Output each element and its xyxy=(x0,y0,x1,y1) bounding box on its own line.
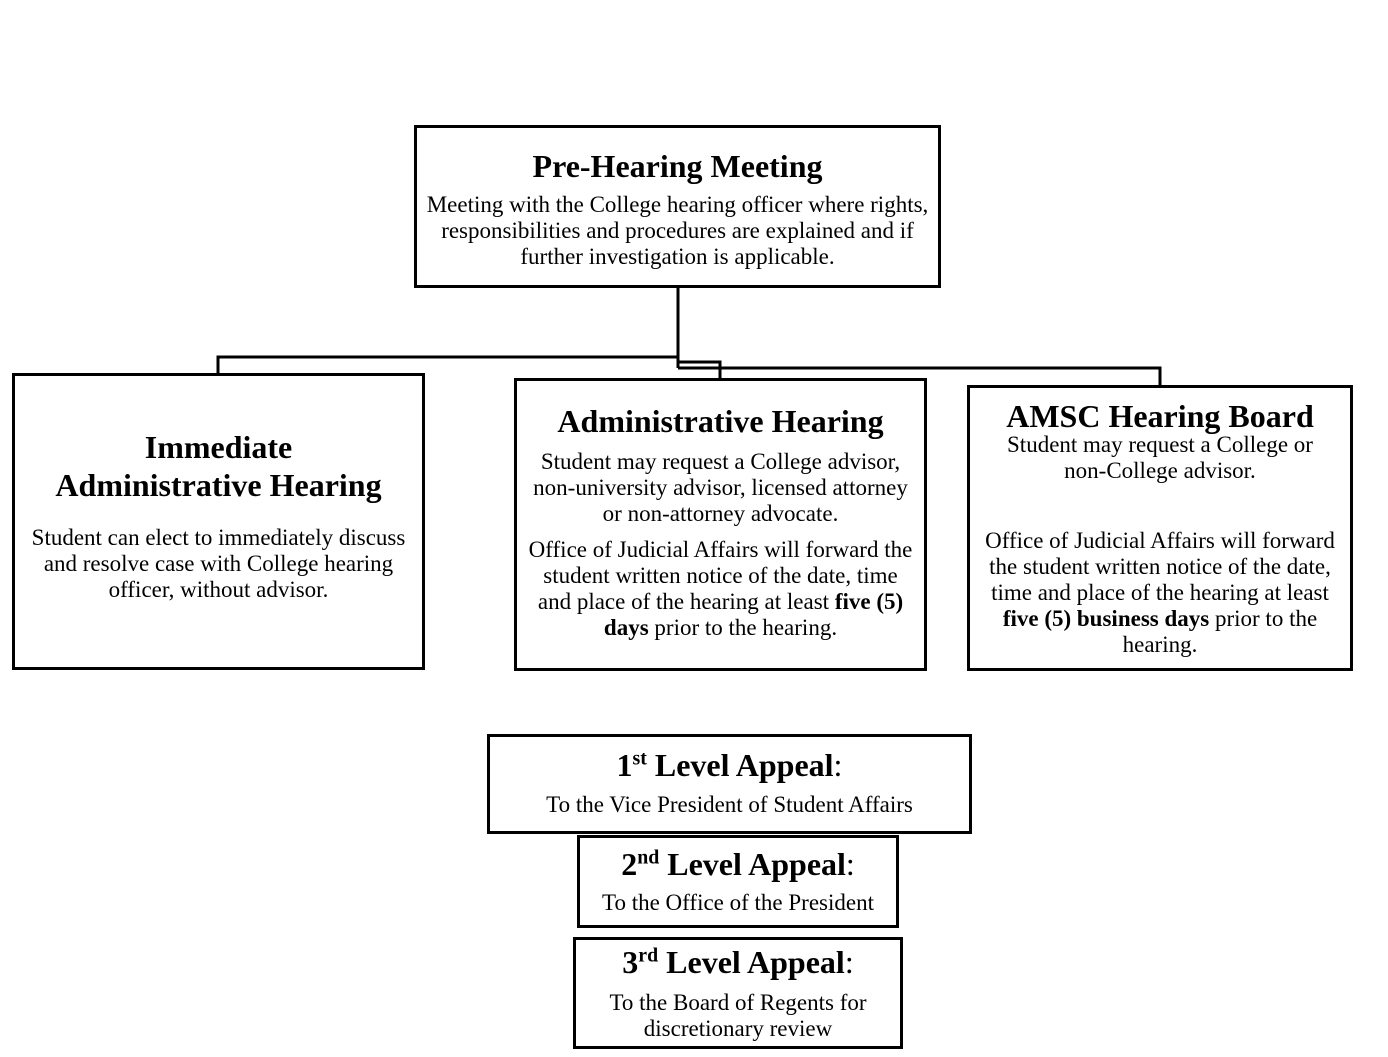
third-level-appeal-description: To the Board of Regents for discretionar… xyxy=(609,990,867,1041)
amsc-notice-text: Office of Judicial Affairs will forward … xyxy=(970,528,1350,658)
administrative-hearing-notice-text: Office of Judicial Affairs will forward … xyxy=(517,537,924,641)
administrative-notice-post: prior to the hearing. xyxy=(648,615,838,640)
pre-hearing-meeting-title: Pre-Hearing Meeting xyxy=(532,148,823,184)
pre-hearing-meeting-description: Meeting with the College hearing officer… xyxy=(426,192,929,269)
second-level-appeal-description: To the Office of the President xyxy=(602,890,874,915)
appeal1-number: 1 xyxy=(616,747,633,783)
connector-to-immediate xyxy=(216,355,678,375)
administrative-notice-bold: five (5) days xyxy=(603,589,904,640)
amsc-notice-pre: Office of Judicial Affairs will forward … xyxy=(985,528,1335,605)
appeal2-number: 2 xyxy=(621,846,638,882)
immediate-hearing-title-line1: Immediate xyxy=(144,429,293,465)
amsc-notice-bold: five (5) business days xyxy=(1002,606,1210,631)
amsc-advisor-text: Student may request a College or non-Col… xyxy=(1007,432,1313,483)
appeal1-colon: : xyxy=(833,747,843,783)
connector-to-amsc xyxy=(678,366,1162,387)
appeal3-colon: : xyxy=(844,944,854,980)
administrative-hearing-box: Administrative Hearing Student may reque… xyxy=(514,378,927,671)
appeal3-label: Level Appeal xyxy=(658,944,845,980)
second-level-appeal-title: 2nd Level Appeal: xyxy=(580,846,896,882)
appeal2-colon: : xyxy=(845,846,855,882)
appeal3-number: 3 xyxy=(622,944,639,980)
immediate-administrative-hearing-box: Immediate Administrative Hearing Student… xyxy=(12,373,425,670)
connector-to-administrative xyxy=(678,360,722,380)
pre-hearing-meeting-box: Pre-Hearing Meeting Meeting with the Col… xyxy=(414,125,941,288)
third-level-appeal-box: 3rd Level Appeal: To the Board of Regent… xyxy=(573,937,903,1049)
first-level-appeal-box: 1st Level Appeal: To the Vice President … xyxy=(487,734,972,834)
first-level-appeal-title: 1st Level Appeal: xyxy=(490,747,969,783)
amsc-hearing-board-box: AMSC Hearing Board Student may request a… xyxy=(967,385,1353,671)
first-level-appeal-description: To the Vice President of Student Affairs xyxy=(546,792,913,817)
amsc-notice-post: prior to the hearing. xyxy=(1122,606,1318,657)
amsc-hearing-board-title: AMSC Hearing Board xyxy=(1006,398,1314,434)
administrative-hearing-advisor-text: Student may request a College advisor, n… xyxy=(533,449,908,526)
second-level-appeal-box: 2nd Level Appeal: To the Office of the P… xyxy=(577,835,899,928)
appeal2-suffix: nd xyxy=(637,846,660,869)
third-level-appeal-title: 3rd Level Appeal: xyxy=(576,944,900,980)
appeal3-suffix: rd xyxy=(638,944,659,967)
appeal1-suffix: st xyxy=(632,747,647,770)
appeal1-label: Level Appeal xyxy=(646,747,834,783)
immediate-hearing-title-line2: Administrative Hearing xyxy=(55,467,382,503)
appeal2-label: Level Appeal xyxy=(659,846,846,882)
administrative-hearing-title: Administrative Hearing xyxy=(557,403,884,439)
administrative-notice-pre: Office of Judicial Affairs will forward … xyxy=(528,537,913,614)
immediate-hearing-description: Student can elect to immediately discuss… xyxy=(31,525,406,602)
